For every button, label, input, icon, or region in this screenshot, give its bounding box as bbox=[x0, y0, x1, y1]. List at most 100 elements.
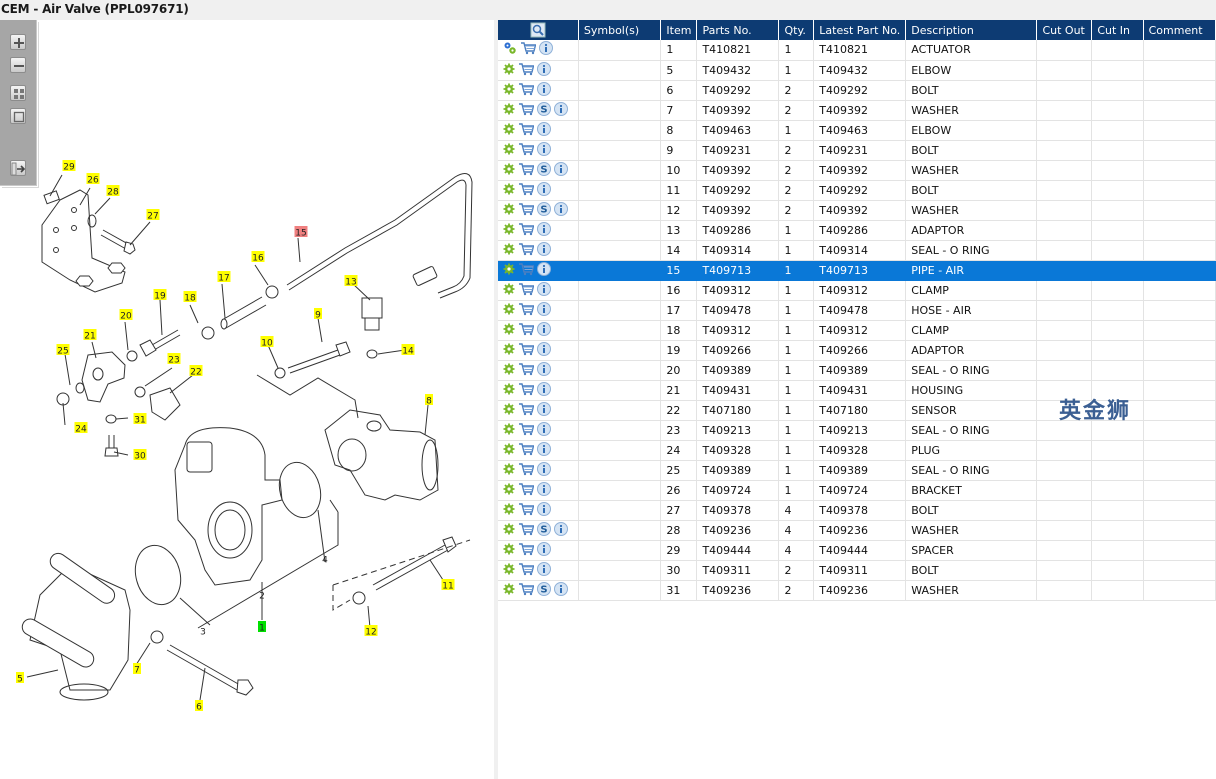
gear-icon[interactable] bbox=[503, 103, 515, 118]
callout-2[interactable]: 2 bbox=[259, 592, 265, 602]
info-icon[interactable] bbox=[537, 321, 551, 339]
cart-icon[interactable] bbox=[518, 62, 535, 79]
column-header-cut-in[interactable]: Cut In bbox=[1091, 20, 1144, 40]
cart-icon[interactable] bbox=[518, 402, 535, 419]
cart-icon[interactable] bbox=[518, 522, 535, 539]
callout-14[interactable]: 14 bbox=[401, 344, 415, 357]
info-icon[interactable] bbox=[537, 461, 551, 479]
info-icon[interactable] bbox=[537, 221, 551, 239]
cart-icon[interactable] bbox=[518, 342, 535, 359]
callout-17[interactable]: 17 bbox=[217, 271, 231, 284]
info-icon[interactable] bbox=[537, 281, 551, 299]
info-icon[interactable] bbox=[537, 441, 551, 459]
cart-icon[interactable] bbox=[518, 322, 535, 339]
callout-9[interactable]: 9 bbox=[314, 308, 322, 321]
info-icon[interactable] bbox=[537, 481, 551, 499]
cart-icon[interactable] bbox=[518, 82, 535, 99]
gear-icon[interactable] bbox=[503, 503, 515, 518]
gear-icon[interactable] bbox=[503, 163, 515, 178]
zoom-in-button[interactable] bbox=[10, 34, 26, 50]
callout-4[interactable]: 4 bbox=[322, 556, 328, 566]
cart-icon[interactable] bbox=[518, 582, 535, 599]
callout-26[interactable]: 26 bbox=[86, 173, 100, 186]
gear-icon[interactable] bbox=[503, 323, 515, 338]
gears-icon[interactable] bbox=[503, 41, 517, 58]
fit-all-button[interactable] bbox=[10, 85, 26, 101]
cart-icon[interactable] bbox=[518, 362, 535, 379]
exploded-diagram[interactable]: 1234567891011121314151617181920212223242… bbox=[0, 20, 494, 779]
callout-1[interactable]: 1 bbox=[258, 621, 266, 634]
gear-icon[interactable] bbox=[503, 83, 515, 98]
cart-icon[interactable] bbox=[518, 502, 535, 519]
gear-icon[interactable] bbox=[503, 543, 515, 558]
callout-3[interactable]: 3 bbox=[200, 628, 206, 638]
info-icon[interactable] bbox=[554, 161, 568, 179]
s-icon[interactable]: S bbox=[537, 201, 551, 219]
callout-13[interactable]: 13 bbox=[344, 275, 358, 288]
callout-25[interactable]: 25 bbox=[56, 344, 70, 357]
cart-icon[interactable] bbox=[518, 562, 535, 579]
gear-icon[interactable] bbox=[503, 563, 515, 578]
fit-window-button[interactable] bbox=[10, 108, 26, 124]
pane-splitter[interactable] bbox=[494, 20, 498, 779]
gear-icon[interactable] bbox=[503, 483, 515, 498]
cart-icon[interactable] bbox=[518, 162, 535, 179]
gear-icon[interactable] bbox=[503, 403, 515, 418]
gear-icon[interactable] bbox=[503, 243, 515, 258]
cart-icon[interactable] bbox=[518, 182, 535, 199]
callout-29[interactable]: 29 bbox=[62, 160, 76, 173]
info-icon[interactable] bbox=[537, 301, 551, 319]
callout-6[interactable]: 6 bbox=[195, 700, 203, 713]
callout-8[interactable]: 8 bbox=[425, 394, 433, 407]
info-icon[interactable] bbox=[554, 521, 568, 539]
callout-7[interactable]: 7 bbox=[133, 663, 141, 676]
column-header-qty[interactable]: Qty. bbox=[778, 20, 815, 40]
info-icon[interactable] bbox=[537, 361, 551, 379]
callout-30[interactable]: 30 bbox=[133, 449, 147, 462]
column-header-latest-part-no[interactable]: Latest Part No. bbox=[813, 20, 907, 40]
column-header-tools[interactable] bbox=[498, 20, 579, 40]
info-icon[interactable] bbox=[537, 241, 551, 259]
column-header-parts-no[interactable]: Parts No. bbox=[696, 20, 780, 40]
info-icon[interactable] bbox=[537, 81, 551, 99]
callout-23[interactable]: 23 bbox=[167, 353, 181, 366]
callout-19[interactable]: 19 bbox=[153, 289, 167, 302]
gear-icon[interactable] bbox=[503, 143, 515, 158]
column-header-symbols[interactable]: Symbol(s) bbox=[578, 20, 662, 40]
info-icon[interactable] bbox=[537, 341, 551, 359]
cart-icon[interactable] bbox=[518, 382, 535, 399]
gear-icon[interactable] bbox=[503, 183, 515, 198]
info-icon[interactable] bbox=[554, 201, 568, 219]
gear-icon[interactable] bbox=[503, 423, 515, 438]
info-icon[interactable] bbox=[537, 181, 551, 199]
gear-icon[interactable] bbox=[503, 303, 515, 318]
info-icon[interactable] bbox=[539, 41, 553, 58]
callout-20[interactable]: 20 bbox=[119, 309, 133, 322]
info-icon[interactable] bbox=[537, 421, 551, 439]
callout-11[interactable]: 11 bbox=[441, 579, 455, 592]
cart-icon[interactable] bbox=[518, 542, 535, 559]
callout-5[interactable]: 5 bbox=[16, 672, 24, 685]
cart-icon[interactable] bbox=[518, 142, 535, 159]
info-icon[interactable] bbox=[537, 141, 551, 159]
info-icon[interactable] bbox=[537, 501, 551, 519]
